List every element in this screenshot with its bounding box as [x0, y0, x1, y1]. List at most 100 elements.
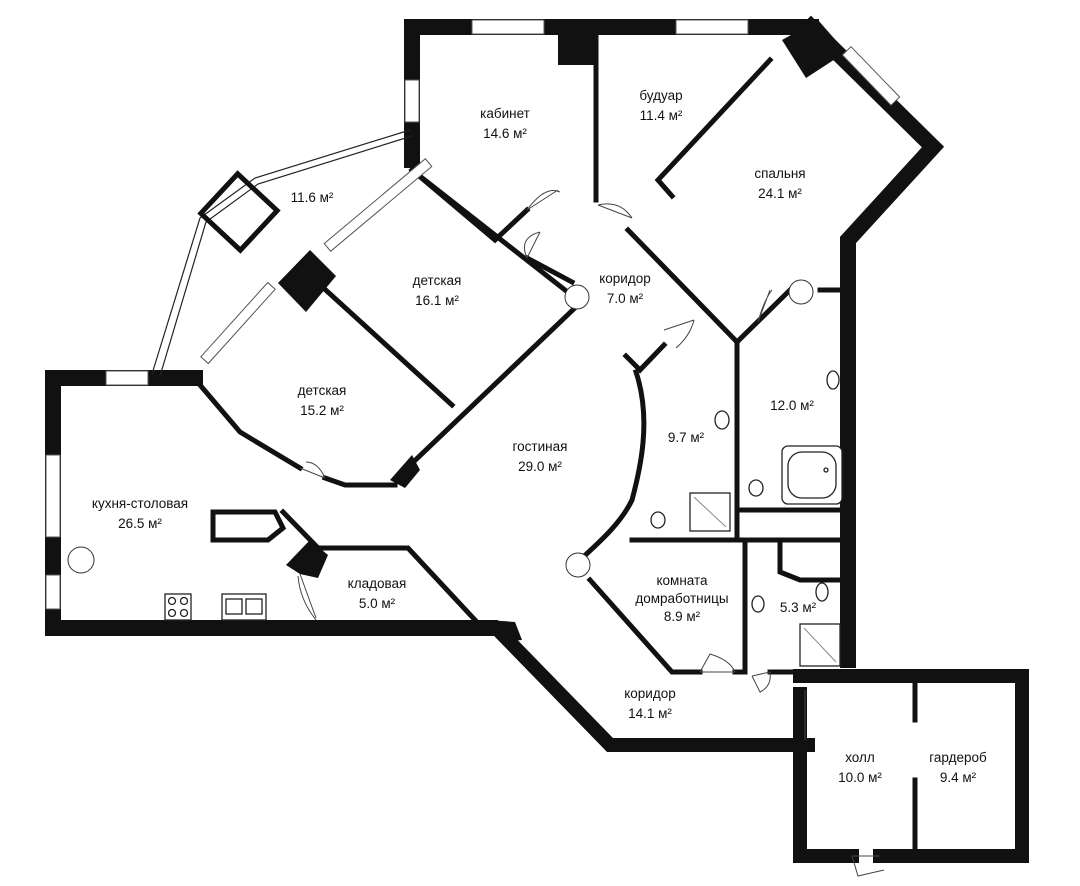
- toilet-icon: [748, 479, 764, 497]
- room-name-detskaya1: детская: [413, 273, 462, 288]
- shower-diag-icon: [693, 496, 727, 528]
- stove-burner-icon: [179, 608, 189, 618]
- room-area-spalnya: 24.1 м²: [758, 186, 802, 201]
- room-area-detskaya1: 16.1 м²: [415, 293, 459, 308]
- room-name-domrab: комната: [656, 573, 708, 588]
- fixtures: [164, 370, 843, 667]
- wall-kladovaya: [315, 545, 479, 624]
- wall-spalnya-inner: [654, 56, 774, 200]
- door-bath2: [663, 319, 695, 349]
- wall-spalnya-bottom: [733, 286, 851, 346]
- window-kitchen-left1: [45, 454, 61, 538]
- room-labels: кабинет 14.6 м² будуар 11.4 м² спальня 2…: [92, 88, 987, 785]
- wall-bath2: [629, 339, 740, 543]
- sink-icon: [826, 370, 840, 390]
- door-entrance: [851, 855, 885, 877]
- wall-koridor-right: [624, 226, 741, 346]
- door-kabinet: [526, 189, 561, 211]
- door-bath3: [751, 671, 771, 693]
- wall-column-detskaya2: [390, 455, 420, 488]
- bathtub-inner-icon: [787, 451, 837, 499]
- room-name-kladovaya: кладовая: [348, 576, 407, 591]
- wall-detskaya1-right: [408, 166, 569, 294]
- toilet-icon: [815, 582, 829, 602]
- room-name-spalnya: спальня: [754, 166, 805, 181]
- wall-column-detskaya: [278, 250, 336, 312]
- room-area-holl: 10.0 м²: [838, 770, 882, 785]
- door-kladovaya: [297, 573, 317, 621]
- wall-bath2-top: [622, 341, 668, 374]
- room-area-koridor2: 14.1 м²: [628, 706, 672, 721]
- stove-burner-icon: [167, 596, 177, 606]
- door-bath1: [757, 289, 773, 323]
- wall-gostinaya-diag: [401, 301, 582, 474]
- room-area-domrab: 8.9 м²: [664, 609, 701, 624]
- sink-icon: [751, 595, 765, 613]
- room-area-garderob: 9.4 м²: [940, 770, 977, 785]
- stove-burner-icon: [167, 608, 177, 618]
- room-name-kabinet: кабинет: [480, 106, 530, 121]
- toilet-icon: [650, 511, 666, 529]
- window-kitchen-left2: [45, 574, 61, 610]
- window-kitchen-top: [105, 370, 149, 386]
- windows: [45, 19, 901, 610]
- wall-top: [404, 19, 819, 168]
- window-kabinet-top: [471, 19, 545, 35]
- door-detskaya1: [523, 231, 541, 259]
- room-name-holl: холл: [845, 750, 875, 765]
- room-area-bath1: 12.0 м²: [770, 398, 814, 413]
- room-name-gostinaya: гостиная: [513, 439, 568, 454]
- wall-koridor-left: [523, 254, 576, 286]
- door-detskaya2: [299, 461, 326, 479]
- room-area-bath2: 9.7 м²: [668, 430, 705, 445]
- wall-domrab-right: [732, 537, 748, 675]
- door-circle-gostinaya: [565, 552, 591, 578]
- wall-kitchen-partition: [279, 508, 322, 552]
- door-circle-bath1: [788, 279, 814, 305]
- room-name-garderob: гардероб: [929, 750, 987, 765]
- shower-diag-icon: [803, 627, 837, 663]
- room-area-kladovaya: 5.0 м²: [359, 596, 396, 611]
- room-area-gostinaya: 29.0 м²: [518, 459, 562, 474]
- walls: [45, 15, 1029, 863]
- wall-top-right: [799, 15, 945, 668]
- room-name-kukhnya: кухня-столовая: [92, 496, 188, 511]
- room-name-detskaya2: детская: [298, 383, 347, 398]
- room-name2-domrab: домработницы: [635, 591, 728, 606]
- stove-icon: [164, 593, 192, 621]
- wall-bath3: [777, 537, 851, 583]
- doors: [67, 189, 885, 877]
- wall-holl: [793, 669, 1029, 863]
- door-domrab: [699, 653, 736, 673]
- wall-detskaya2-curve: [196, 381, 398, 488]
- window-kabinet-left: [404, 79, 420, 123]
- wall-gostinaya-curve: [576, 368, 647, 564]
- window-detskaya1: [323, 158, 433, 252]
- room-area-buduar: 11.4 м²: [640, 108, 683, 123]
- door-buduar: [597, 203, 633, 219]
- drain-icon: [823, 467, 829, 473]
- wall-column-top: [558, 20, 594, 65]
- room-area-koridor1: 7.0 м²: [607, 291, 644, 306]
- balcony-box: [197, 170, 281, 254]
- door-circle-koridor: [564, 284, 590, 310]
- room-name-koridor1: коридор: [599, 271, 651, 286]
- window-spalnya: [841, 45, 901, 107]
- balcony-rail: [151, 129, 413, 377]
- sink-icon: [714, 410, 730, 430]
- room-name-koridor2: коридор: [624, 686, 676, 701]
- wall-bottom-diag: [490, 622, 815, 752]
- room-area-detskaya2: 15.2 м²: [300, 403, 344, 418]
- stove-burner-icon: [179, 596, 189, 606]
- room-area-balcony: 11.6 м²: [291, 190, 334, 205]
- kitchen-sink-bowl-icon: [225, 598, 243, 615]
- room-name-buduar: будуар: [639, 88, 682, 103]
- window-buduar-top: [675, 19, 749, 35]
- room-area-kabinet: 14.6 м²: [483, 126, 527, 141]
- window-detskaya2: [200, 281, 276, 365]
- wall-domrab-left: [586, 576, 703, 675]
- wall-corner-spalnya: [782, 20, 846, 78]
- door-circle-kitchen: [67, 546, 95, 574]
- wall-kitchen-counter: [210, 509, 287, 543]
- room-area-bath3: 5.3 м²: [780, 600, 817, 615]
